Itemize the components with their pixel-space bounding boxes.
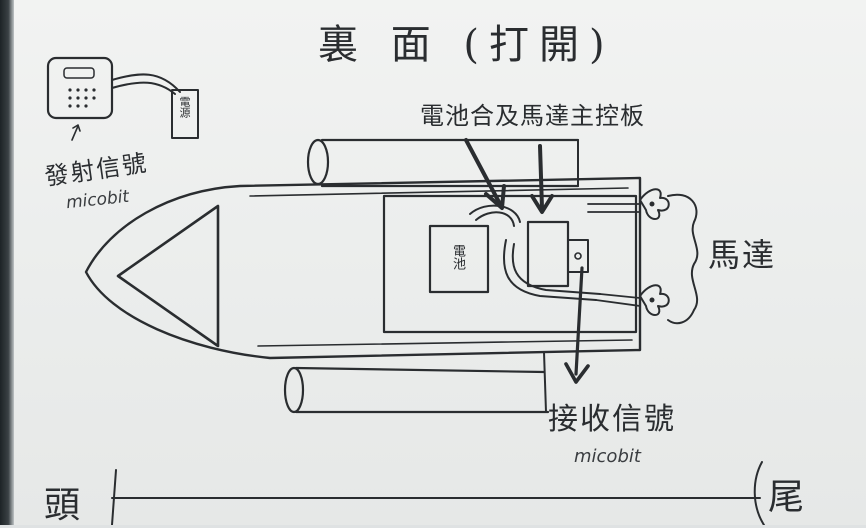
head-label: 頭	[44, 485, 83, 526]
motor-bracket	[667, 193, 699, 325]
remote-controller	[46, 56, 199, 141]
boat-hull	[84, 176, 642, 360]
length-line	[111, 461, 765, 525]
lower-float	[283, 351, 550, 414]
receive-signal-label: 接收信號	[548, 402, 676, 437]
remote-tag-label: 電源	[178, 96, 191, 118]
control-compartment	[382, 194, 641, 334]
pointer-arrows	[464, 138, 590, 384]
tail-label: 尾	[768, 477, 807, 518]
receive-microbit-label: micobit	[574, 446, 641, 467]
title-text: 裏 面 (打開)	[318, 22, 615, 68]
motor-label: 馬達	[708, 236, 777, 274]
propeller-bottom	[639, 284, 670, 316]
binder-edge	[0, 0, 14, 525]
propeller-top	[639, 188, 670, 220]
inner-box-label: 電池	[450, 244, 465, 270]
battery-motor-board-label: 電池合及馬達主控板	[420, 102, 645, 130]
upper-float	[306, 138, 580, 188]
